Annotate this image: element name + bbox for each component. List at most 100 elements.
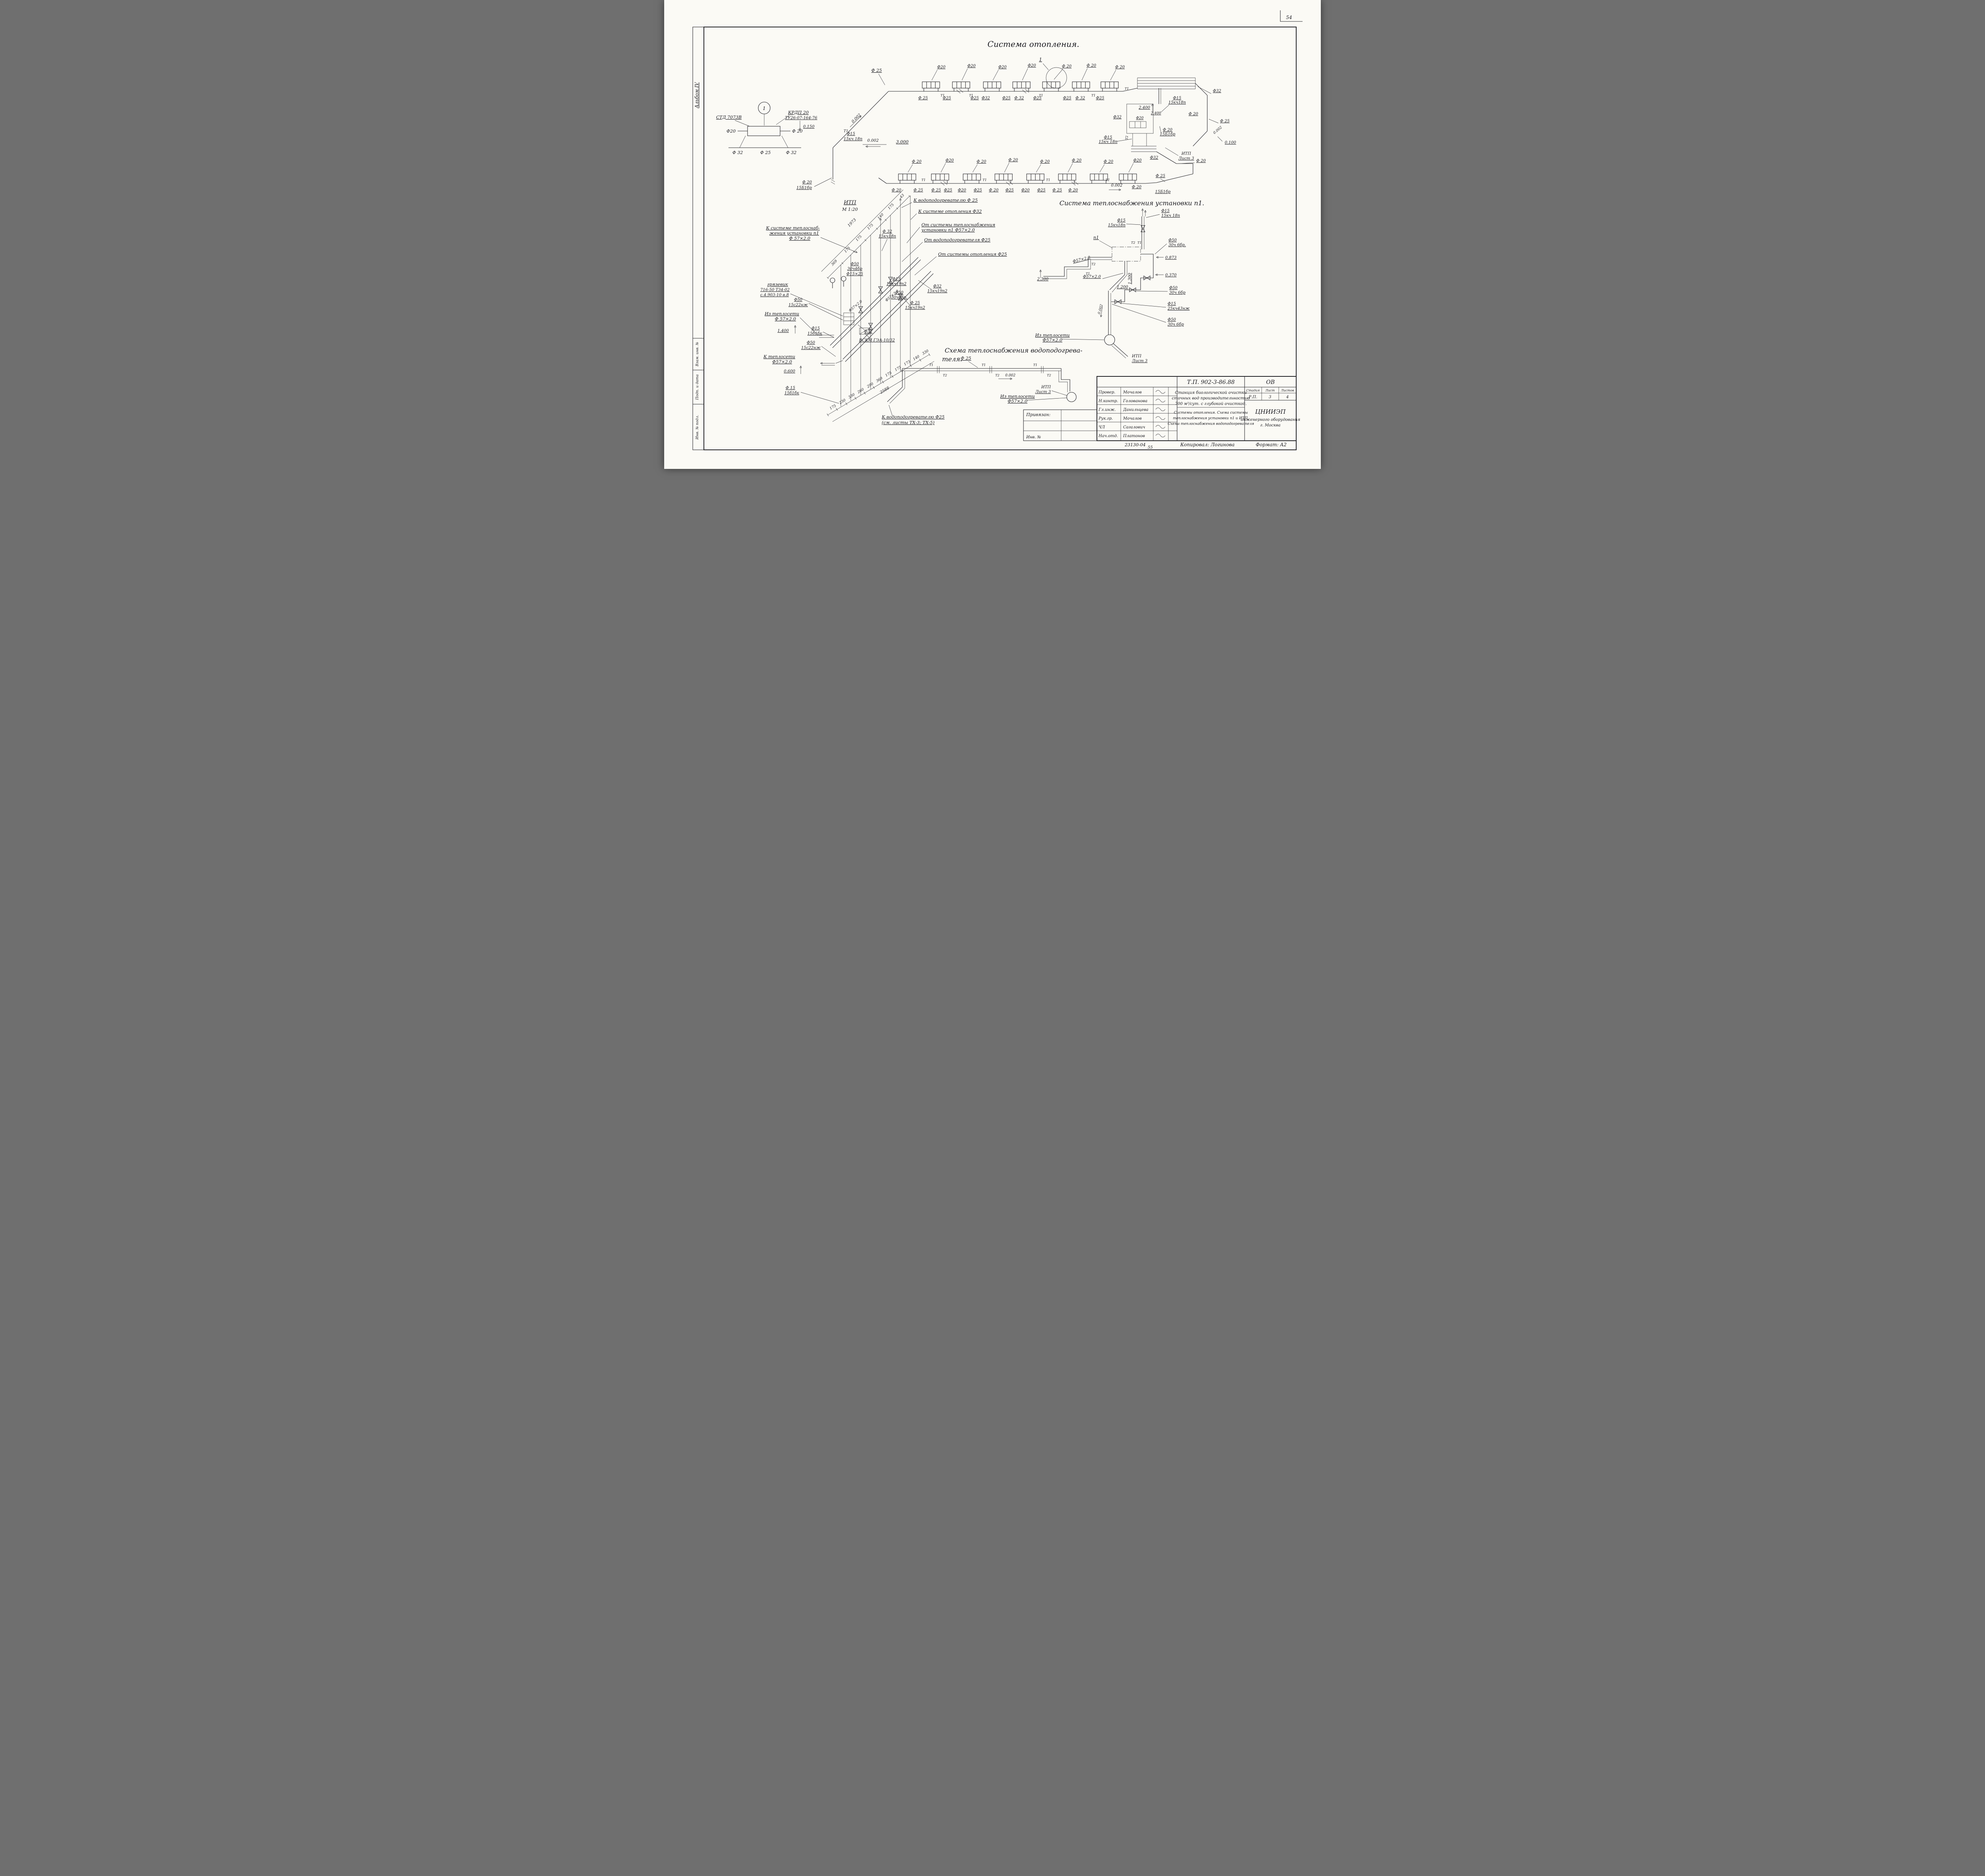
pipe-label: Ф32	[1213, 89, 1221, 93]
pipe-label: Ф32	[933, 284, 941, 289]
t2-mark: Т2	[943, 374, 947, 377]
slope-label: 0.002	[1111, 183, 1123, 188]
elev-label: 2.300	[1037, 277, 1048, 281]
elev-label: 1.300	[1128, 273, 1132, 284]
pipe-label: Ф15	[892, 277, 900, 281]
t2-mark: Т2	[1131, 241, 1135, 245]
signature-scribble	[1155, 434, 1166, 438]
stamp-podp-label: Подп. и дата	[696, 374, 700, 400]
valve-spec-label: 30ч 6бр	[1169, 291, 1186, 295]
dim-label: 175	[867, 223, 874, 231]
project-title: сточных вод производительностью	[1172, 396, 1250, 401]
pipe-label: Ф50	[1168, 238, 1177, 243]
valve-spec-label: Ф15×25	[846, 272, 863, 276]
pipe-label: Ф50	[1169, 286, 1178, 290]
itp-ref-label: Лист 3	[1178, 156, 1194, 161]
sig-name: Данильцева	[1123, 408, 1149, 412]
callout-label: 1	[763, 106, 766, 111]
flow-callout: Из теплосети	[1000, 394, 1035, 399]
pipe-label: Ф 25	[871, 68, 882, 73]
pipe-label: Ф 25	[931, 188, 941, 193]
elev-label: 0.370	[1165, 273, 1177, 278]
pipe-label: Ф25	[1005, 188, 1014, 193]
pipe-label: Ф 25	[1052, 188, 1062, 193]
pipe-label: Ф50	[850, 262, 859, 266]
pipe-label: Ф32	[864, 330, 872, 334]
pipe-label: Ф57×2.0	[1083, 275, 1101, 279]
sig-name: Платонов	[1123, 434, 1145, 438]
title-block: Т.П. 902-3-86.88 ОВ Провер. Мочалов Н.ко…	[1023, 376, 1300, 450]
pipe-label: Ф15	[1104, 135, 1112, 140]
signature-scribble	[1155, 425, 1166, 429]
elev-label: 2.400	[1151, 112, 1161, 116]
pipe-label: Ф20	[1133, 158, 1142, 163]
pipe-label: Ф 20	[792, 129, 803, 134]
sig-name: Сагалович	[1123, 425, 1145, 430]
t2-mark: Т2	[995, 374, 999, 377]
valve-spec-label: 30ч 6бр	[1168, 322, 1184, 327]
sheet-header: Лист	[1265, 389, 1275, 392]
pipe-label: Ф25	[973, 188, 982, 193]
pipe-label: Ф 20	[1104, 160, 1114, 164]
pipe-label: Ф 20	[1008, 158, 1018, 162]
sheet-value: 3	[1269, 395, 1271, 399]
pipe-label: Ф 20	[1189, 112, 1199, 116]
t1-mark: Т1	[982, 363, 986, 367]
callout-label: 1	[1039, 57, 1042, 62]
pipe-label: Ф 32	[1014, 96, 1024, 100]
sig-role: ЧЛ	[1098, 425, 1105, 430]
flow-callout: К водоподогревателю Ф25	[881, 415, 944, 420]
valve-spec-label: 15кч 18п	[1098, 140, 1117, 144]
dim-label: 175	[887, 203, 895, 210]
pipe-label: Ф32	[1113, 115, 1122, 120]
pipe-label: Ф 20	[977, 160, 987, 164]
valve-spec-label: 15кч19п2	[905, 306, 925, 310]
pipe-label: Ф 20	[892, 188, 902, 193]
pipe-label: Ф 32	[883, 229, 892, 234]
pipe-label: Ф 25	[913, 188, 923, 193]
pipe-label: Ф 15	[786, 386, 795, 390]
flow-callout: От водоподогревателя Ф25	[924, 237, 991, 243]
slope-label: 0.002	[1097, 304, 1104, 315]
org-name: инженерного оборудования	[1241, 418, 1300, 422]
p1-supply-system: Система теплоснабжения установки п1. Ф15…	[1035, 199, 1204, 363]
t1-mark: Т1	[1125, 87, 1129, 91]
t1-mark: Т1	[921, 178, 925, 182]
valve-spec-label: 25кч43нж	[1167, 307, 1190, 311]
format-label: Формат: А2	[1256, 442, 1287, 447]
pipe-label: Ф 20	[1087, 64, 1097, 68]
device-label: СТД 7073В	[716, 115, 742, 120]
pipe-label: Ф 20	[912, 160, 922, 164]
dim-label: 175	[885, 371, 892, 378]
sheet-content-title: Системы отопления. Схема системы	[1174, 411, 1248, 415]
sig-role: Рук.гр.	[1098, 416, 1113, 421]
pipe-label: Ф 20	[1040, 160, 1050, 164]
signature-scribble	[1155, 416, 1166, 420]
org-name: г. Москва	[1260, 423, 1280, 428]
elev-label: 1.200	[1117, 285, 1128, 289]
valve-spec-label: 30ч6бр.	[891, 295, 908, 300]
valve-spec-label: 15кч18п	[1168, 100, 1186, 105]
pipe-label: Ф20	[727, 129, 736, 134]
dim-label: 330	[848, 393, 856, 400]
pipe-label: Ф 20	[1062, 64, 1072, 69]
sig-name: Мочалов	[1123, 416, 1142, 421]
doc-number: Т.П. 902-3-86.88	[1187, 379, 1235, 386]
pipe-label: Ф 20	[1132, 185, 1142, 189]
slope-label: 0.002	[851, 113, 862, 124]
pipe-label: Ф 25	[760, 150, 771, 155]
water-heater-scheme: Схема теплоснабжения водоподогрева- теля…	[881, 347, 1082, 425]
pipe-label: Ф 20	[1115, 65, 1125, 69]
t1-mark: Т1	[1046, 178, 1050, 182]
pipe-label: Ф32	[1150, 156, 1158, 160]
valve-spec-label: 15Б1бр	[1155, 190, 1171, 194]
dim-label: 140	[877, 213, 885, 220]
signature-scribble	[1155, 390, 1166, 394]
pipe-label: Ф 32	[732, 150, 743, 155]
pipe-label: Ф 32	[1075, 96, 1085, 100]
pipe-label: Ф15	[847, 132, 855, 136]
valve-spec-label: 15с22нж	[788, 303, 808, 307]
pipe-label: Ф 20	[1163, 128, 1173, 132]
pipe-label: Ф25	[1002, 96, 1010, 100]
stage-header: Стадия	[1246, 389, 1260, 392]
